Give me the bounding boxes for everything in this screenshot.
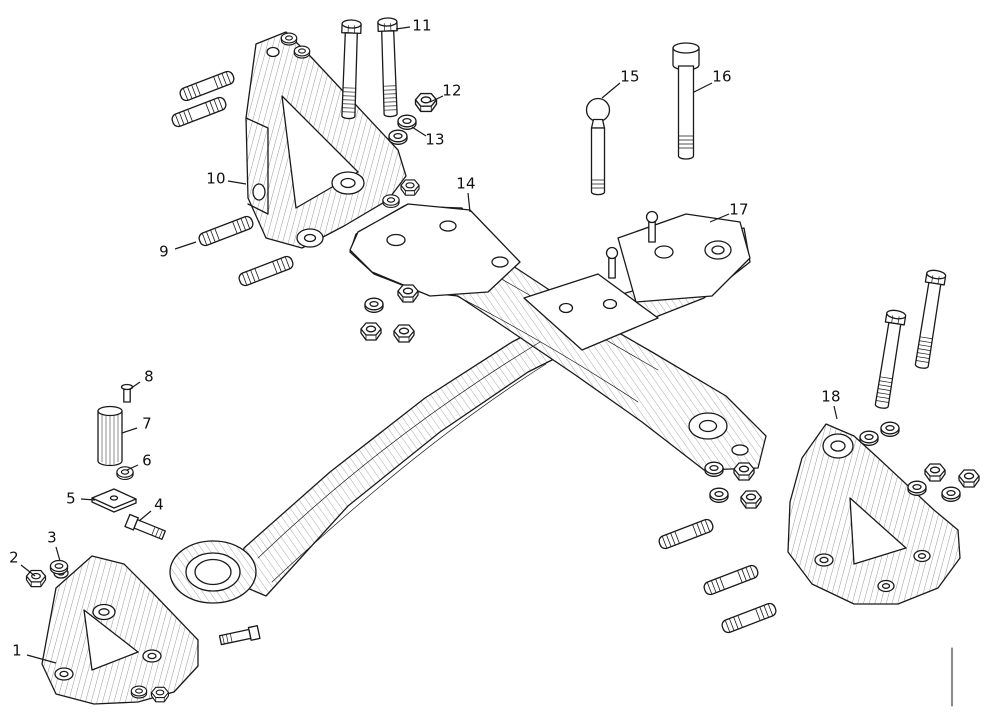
callout-4: 4 <box>154 495 164 514</box>
callout-9: 9 <box>159 242 169 261</box>
callout-17: 17 <box>729 200 749 219</box>
nut-part-12 <box>414 92 438 113</box>
bracket-part-1 <box>41 555 199 705</box>
callout-13: 13 <box>425 130 445 149</box>
bolt-near-bracket-1 <box>218 625 261 646</box>
callout-2: 2 <box>9 548 19 567</box>
callout-5: 5 <box>66 489 76 508</box>
crossmember-se-bosses <box>688 412 749 456</box>
bracket-part-18 <box>787 423 961 605</box>
bolt-part-16 <box>672 42 700 160</box>
callout-8: 8 <box>144 367 154 386</box>
pin-part-7 <box>97 405 123 467</box>
callout-6: 6 <box>142 451 152 470</box>
bolt-part-8 <box>120 383 134 403</box>
washer-part-6 <box>116 466 134 481</box>
crossmember-center-plate <box>523 273 659 351</box>
callout-11: 11 <box>412 16 432 35</box>
washer-part-3 <box>49 559 69 575</box>
callout-12: 12 <box>442 81 462 100</box>
callout-14: 14 <box>456 174 476 193</box>
callout-10: 10 <box>206 169 226 188</box>
callout-1: 1 <box>12 641 22 660</box>
callout-7: 7 <box>142 414 152 433</box>
nut-part-2 <box>25 569 47 588</box>
crossmember-plate-14-end <box>349 203 521 297</box>
washers-part-13 <box>388 114 417 145</box>
bolts-right <box>871 268 947 411</box>
crossmember-part-14 <box>169 203 767 604</box>
bracket-part-10 <box>245 31 407 249</box>
plate-part-5 <box>91 488 137 513</box>
hardware-cluster-center <box>360 284 419 343</box>
studs-lower-right <box>656 517 779 635</box>
crossmember-arm-part-17 <box>617 213 751 303</box>
bolt-part-4 <box>124 513 166 540</box>
callout-3: 3 <box>47 528 57 547</box>
bolts-part-11 <box>338 17 401 120</box>
callout-15: 15 <box>620 67 640 86</box>
crossmember-eye-boss <box>169 540 257 604</box>
callout-18: 18 <box>821 387 841 406</box>
ball-stud-part-15 <box>585 97 611 196</box>
callout-16: 16 <box>712 67 732 86</box>
